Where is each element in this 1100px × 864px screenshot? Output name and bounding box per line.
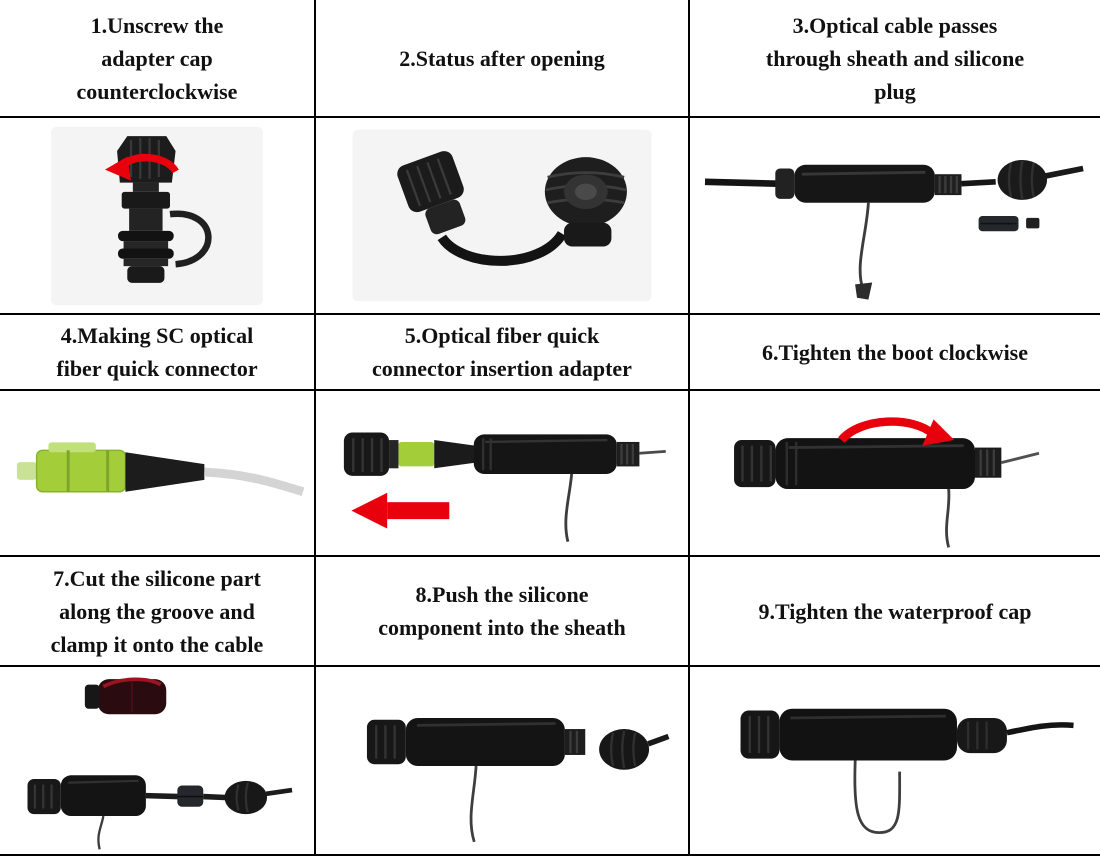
adapter-taper [434,440,476,469]
ribbed-nut [734,440,776,488]
step-7-photo [27,677,293,850]
step-2-title: 2.Status after opening [399,45,605,71]
connector-boot [125,452,205,492]
optical-cable [961,178,996,187]
step-8-photo [366,717,670,843]
step-4-photo-cell [0,391,316,557]
connector-body [118,182,174,283]
waterproof-boot [599,729,670,770]
optical-cable [704,177,778,187]
step-2-photo-cell [316,118,690,315]
silicone-plug [978,215,1040,231]
step-9-photo [740,708,1074,835]
step-5-title: 5.Optical fiber quick connector insertio… [372,323,632,381]
step-9-title-cell: 9.Tighten the waterproof cap [690,557,1100,667]
step-6-title: 6.Tighten the boot clockwise [761,339,1029,365]
step-3-photo [704,159,1084,300]
step-3-photo-cell [690,118,1100,315]
step-5-title-cell: 5.Optical fiber quick connector insertio… [316,315,690,391]
step-5-photo-cell [316,391,690,557]
sheath-assembly [366,717,586,767]
cable-assembly [27,775,293,816]
sheath-barrel [473,434,666,474]
fiber-loop [853,760,902,835]
step-8-photo-cell [316,667,690,856]
step-1-title: 1.Unscrew the adapter cap counterclockwi… [76,12,238,104]
sc-connector-tip [398,441,435,467]
step-7-title-cell: 7.Cut the silicone part along the groove… [0,557,316,667]
hanging-fiber [97,815,105,850]
counterclockwise-arrow-icon [105,153,179,181]
step-9-title: 9.Tighten the waterproof cap [758,598,1032,624]
silicone-component [84,677,167,715]
step-3-title-cell: 3.Optical cable passes through sheath an… [690,0,1100,118]
step-4-photo [16,442,305,496]
step-1-title-cell: 1.Unscrew the adapter cap counterclockwi… [0,0,316,118]
sheath-barrel [775,438,1040,489]
clockwise-arrow-icon [838,417,955,446]
hanging-fiber [564,473,574,543]
step-2-title-cell: 2.Status after opening [316,0,690,118]
step-8-title: 8.Push the silicone component into the s… [378,582,626,640]
opened-adapter-cap [397,151,466,235]
step-6-title-cell: 6.Tighten the boot clockwise [690,315,1100,391]
step-1-photo-cell [0,118,316,315]
step-4-title-cell: 4.Making SC optical fiber quick connecto… [0,315,316,391]
step-9-photo-cell [690,667,1100,856]
exit-cable [1006,722,1074,736]
step-7-photo-cell [0,667,316,856]
step-2-photo [352,129,652,302]
step-5-photo [343,432,666,543]
ribbed-nut [343,432,399,476]
white-fiber-cable [204,467,305,496]
step-1-photo [51,126,263,305]
dust-cap-tether [169,210,212,268]
insert-direction-arrow-icon [351,492,450,529]
step-8-title-cell: 8.Push the silicone component into the s… [316,557,690,667]
opened-connector-body [544,157,627,247]
assembled-connector [740,708,1074,761]
step-3-title: 3.Optical cable passes through sheath an… [765,12,1025,104]
waterproof-boot [997,159,1084,200]
waterproof-cap [956,717,1007,754]
step-4-title: 4.Making SC optical fiber quick connecto… [56,323,258,381]
connecting-cable [437,230,567,266]
sheath [775,164,962,203]
step-6-photo-cell [690,391,1100,557]
hanging-fiber [945,488,951,548]
hanging-fiber [469,765,478,843]
sc-quick-connector [16,442,127,493]
step-7-title: 7.Cut the silicone part along the groove… [50,565,264,657]
hanging-fiber [855,202,873,300]
step-6-photo [734,417,1040,548]
